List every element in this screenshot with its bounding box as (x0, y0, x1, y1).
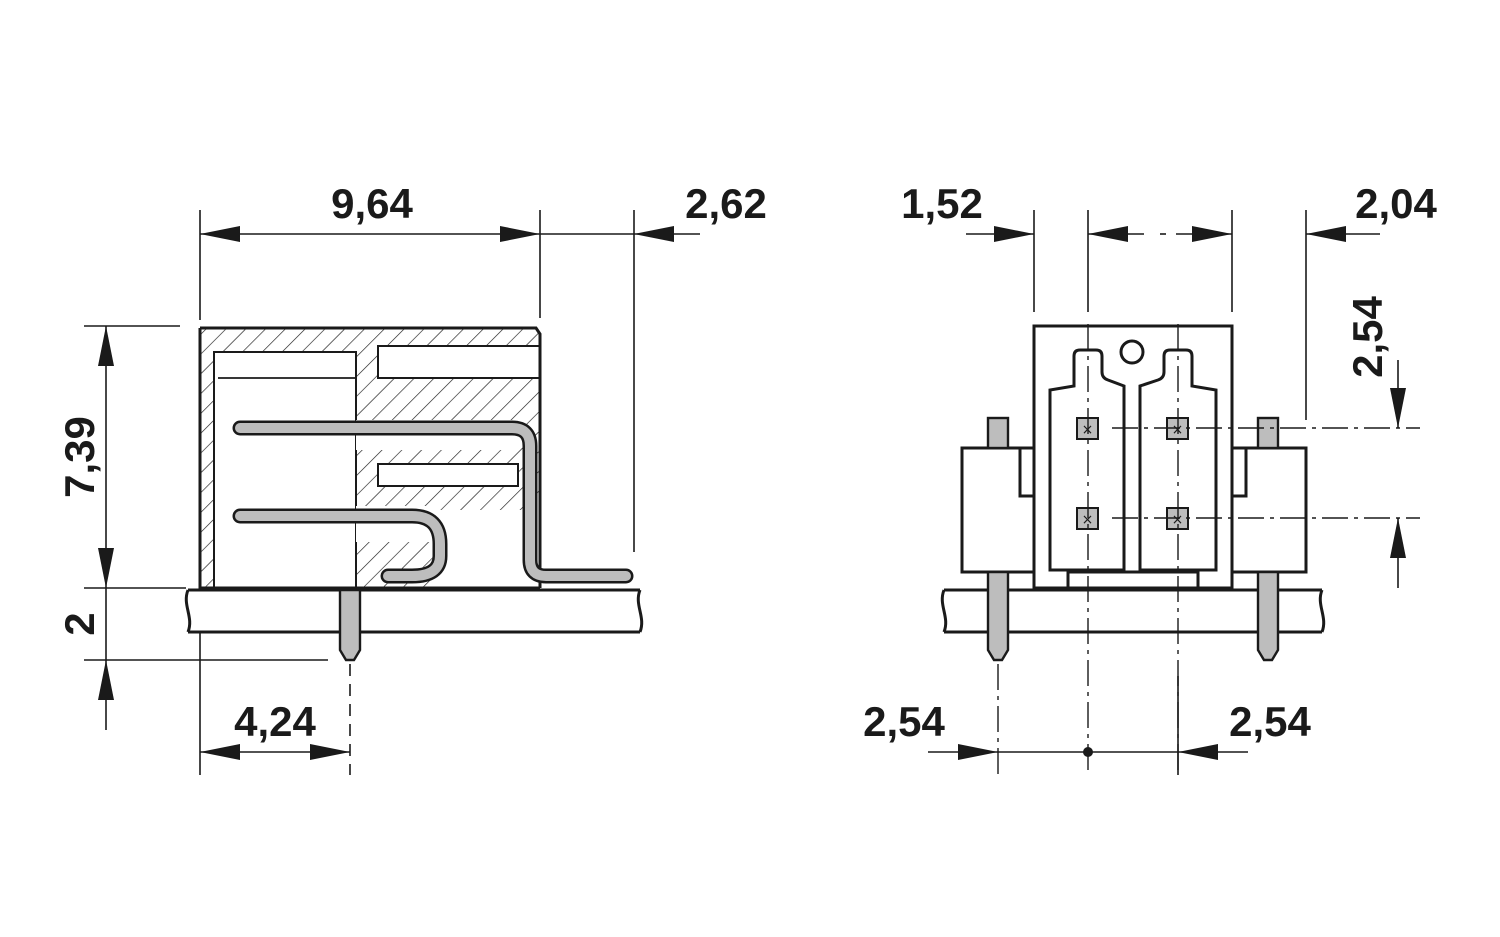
dim-left-edge-label: 1,52 (901, 180, 983, 227)
right-solder-pin (1256, 570, 1280, 662)
svg-text:×: × (1082, 512, 1094, 528)
upper-bent-pin (232, 420, 634, 584)
dim-pitch-right-label: 2,54 (1229, 698, 1311, 745)
side-view: 9,64 2,62 7,39 2 4,24 (56, 180, 767, 775)
dim-row-pitch-label: 2,54 (1344, 295, 1391, 377)
right-pin-top (1256, 416, 1280, 450)
front-view: × × × × (863, 180, 1438, 775)
svg-text:×: × (1172, 512, 1184, 528)
dim-overhang-label: 2,62 (685, 180, 767, 227)
left-solder-pin (986, 570, 1010, 662)
connector-housing-section (198, 326, 542, 590)
right-flange (1230, 446, 1308, 574)
dim-pin-offset-label: 4,24 (234, 698, 316, 745)
left-pin-top (986, 416, 1010, 450)
dim-height-label: 7,39 (56, 416, 103, 498)
lower-bent-pin (232, 508, 448, 584)
front-housing (1032, 324, 1234, 590)
dim-pitch-left-label: 2,54 (863, 698, 945, 745)
pcb-board (184, 588, 644, 634)
dim-width-label: 9,64 (331, 180, 413, 227)
dim-right-edge-label: 2,04 (1355, 180, 1437, 227)
dim-pin-length-label: 2 (56, 612, 103, 635)
solder-pin (338, 588, 362, 662)
left-flange (960, 446, 1036, 574)
